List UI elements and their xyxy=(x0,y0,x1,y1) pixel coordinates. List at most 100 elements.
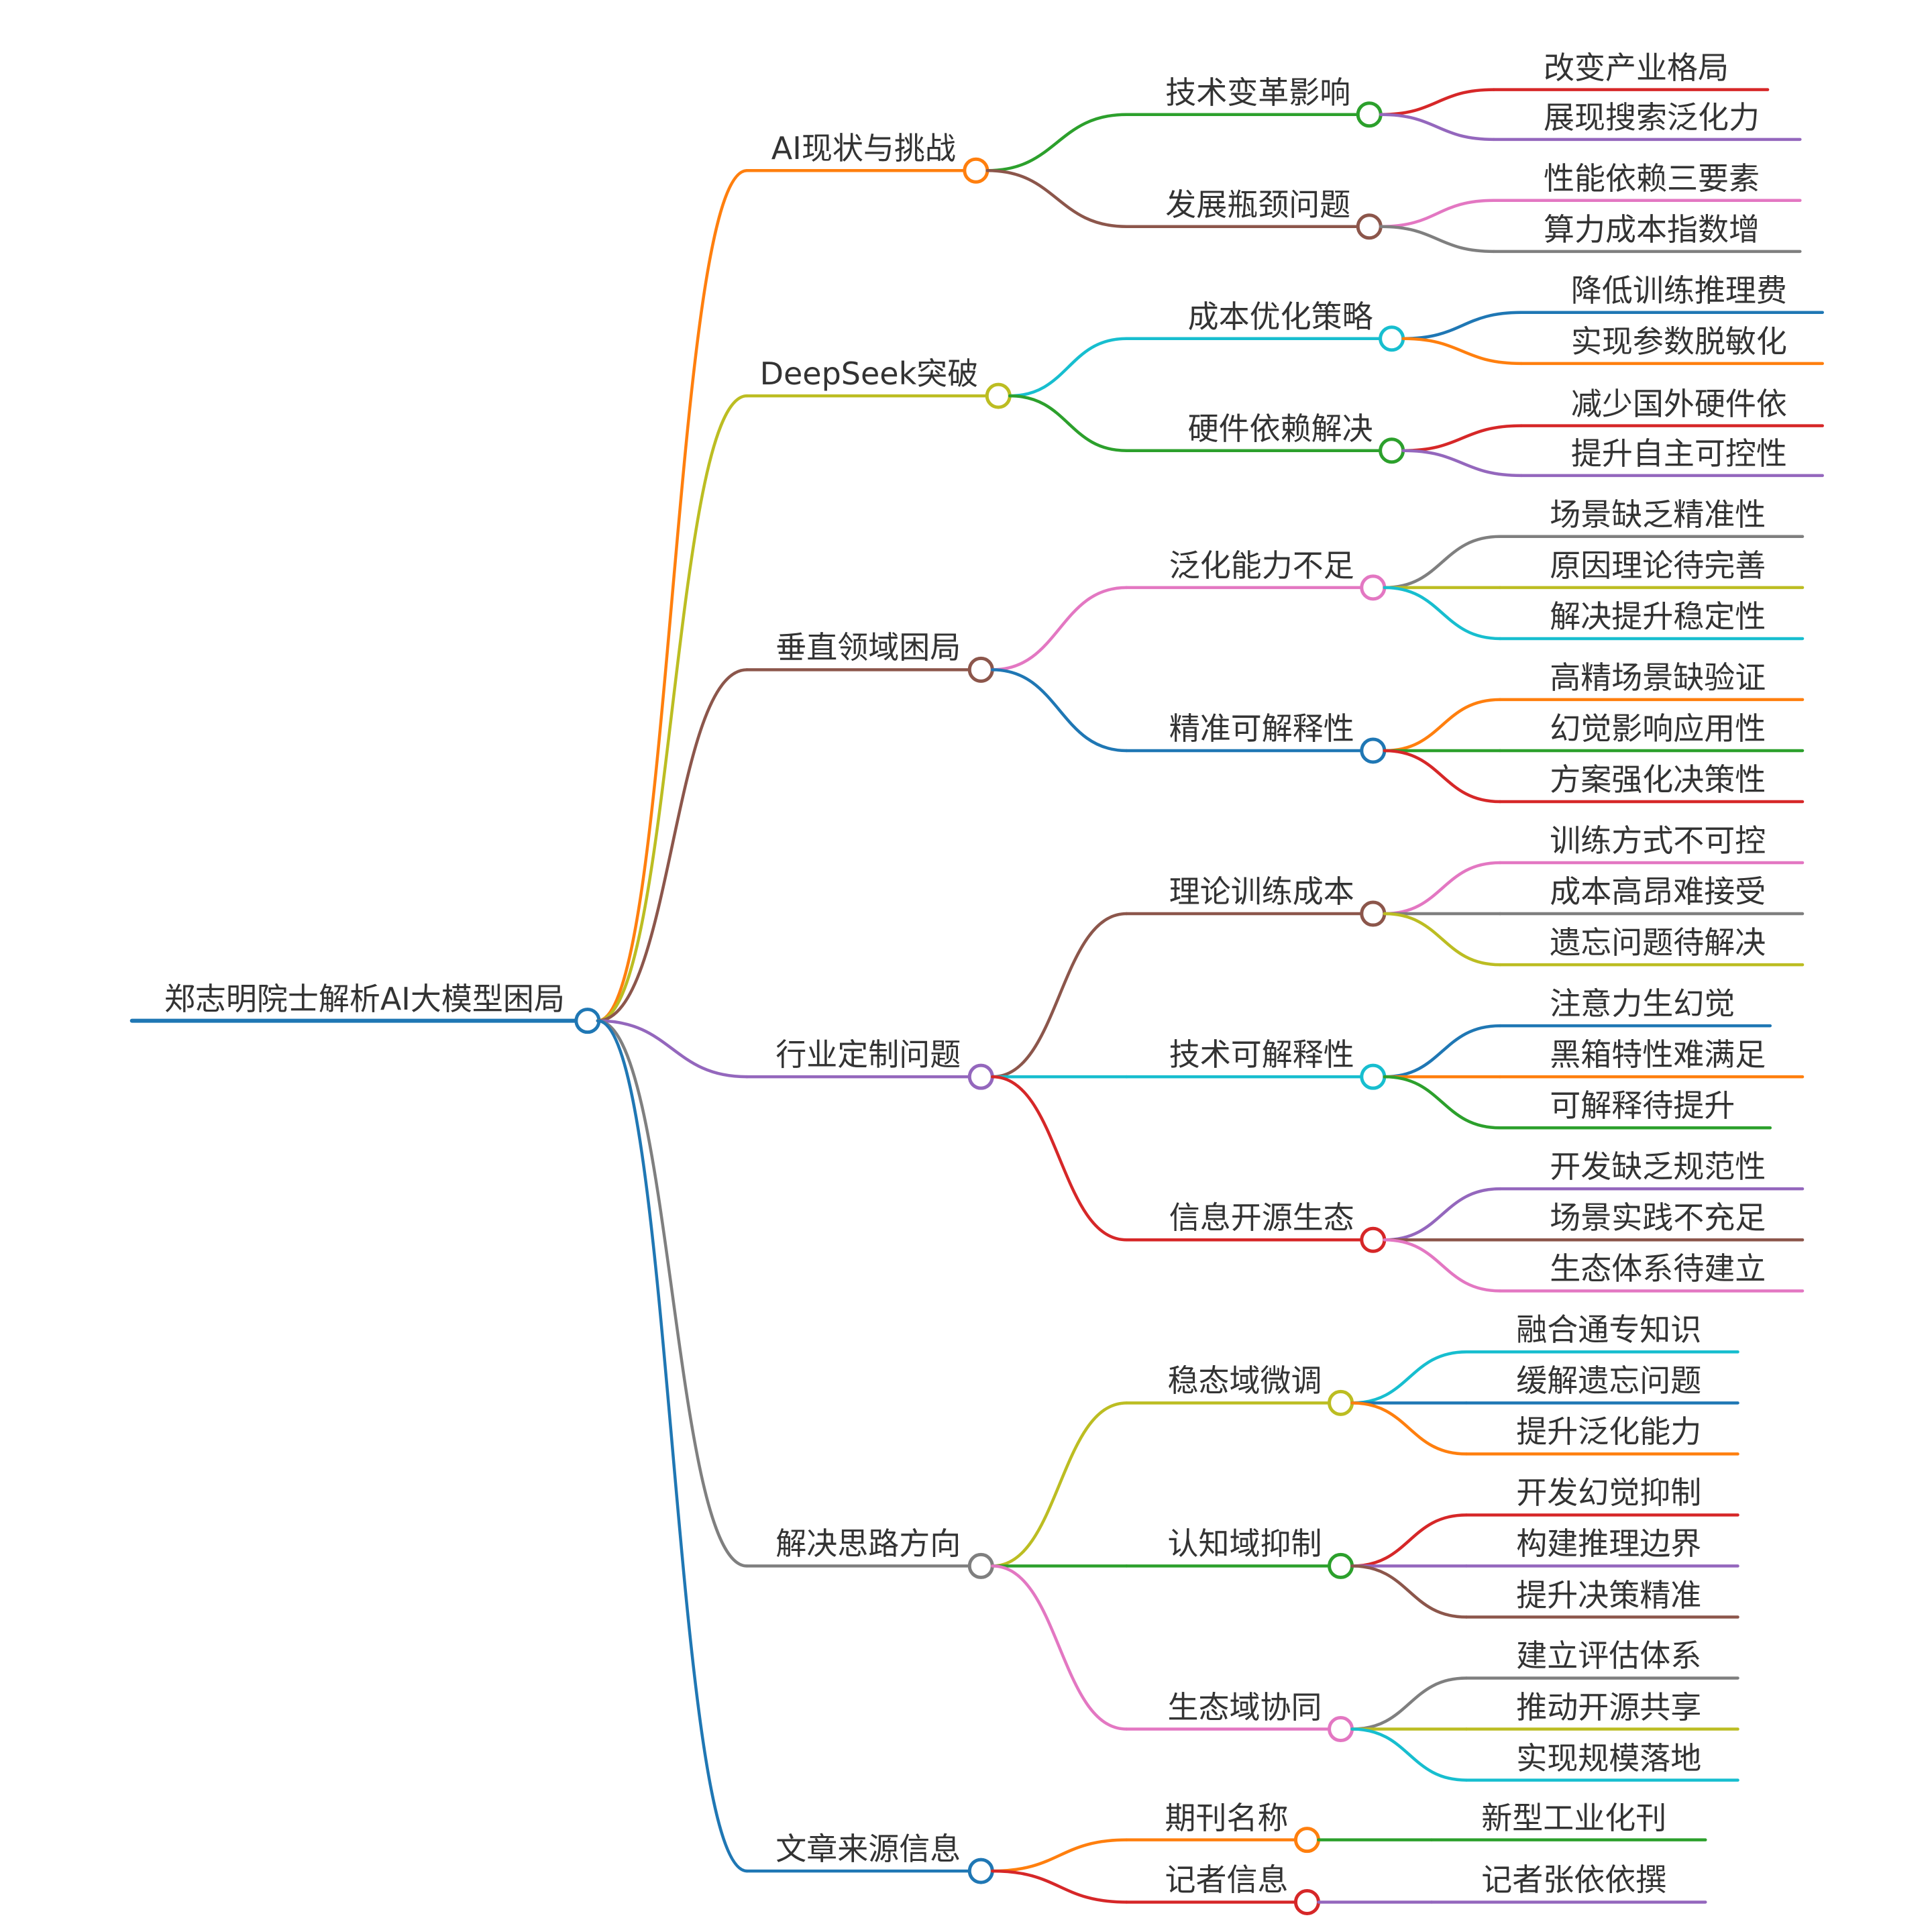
leaf-label: 可解释待提升 xyxy=(1550,1087,1735,1124)
subbranch-label: 技术变革影响 xyxy=(1165,74,1351,111)
leaf-connector xyxy=(1383,1075,1502,1130)
leaf-label: 生态体系待建立 xyxy=(1550,1250,1766,1287)
leaf-label: 减少国外硬件依 xyxy=(1570,385,1787,422)
subbranch-node[interactable] xyxy=(1356,213,1383,240)
branch-label: DeepSeek突破 xyxy=(759,356,979,392)
subbranch-label: 理论训练成本 xyxy=(1169,873,1354,910)
leaf-label: 性能依赖三要素 xyxy=(1544,160,1760,197)
leaf-connector xyxy=(1383,912,1502,967)
subbranch-node[interactable] xyxy=(1328,1716,1354,1743)
leaf-label: 展现搜索泛化力 xyxy=(1544,99,1760,136)
subbranch-connector xyxy=(1008,337,1128,398)
leaf-connector xyxy=(1401,424,1523,453)
branch-connector xyxy=(596,1019,749,1873)
subbranch-node[interactable] xyxy=(1379,325,1405,352)
subbranch-node[interactable] xyxy=(1360,1226,1387,1253)
leaf-label: 实现规模落地 xyxy=(1516,1739,1702,1776)
subbranch-label: 认知域抑制 xyxy=(1167,1525,1322,1562)
leaf-connector xyxy=(1350,1727,1468,1782)
subbranch-node[interactable] xyxy=(1356,101,1383,128)
leaf-label: 开发幻觉抑制 xyxy=(1516,1474,1702,1511)
leaf-label: 算力成本指数增 xyxy=(1544,211,1760,248)
leaf-label: 记者张依依撰 xyxy=(1481,1862,1667,1898)
subbranch-label: 稳态域微调 xyxy=(1167,1362,1322,1399)
root-node[interactable] xyxy=(574,1008,601,1034)
leaf-connector xyxy=(1401,311,1523,340)
leaf-label: 提升泛化能力 xyxy=(1516,1413,1702,1450)
leaf-connector xyxy=(1379,225,1496,254)
subbranch-label: 泛化能力不足 xyxy=(1169,547,1354,584)
leaf-connector xyxy=(1401,337,1523,366)
leaf-label: 构建推理边界 xyxy=(1516,1525,1702,1562)
leaf-label: 注意力生幻觉 xyxy=(1550,985,1735,1022)
subbranch-label: 信息开源生态 xyxy=(1169,1199,1354,1236)
leaf-connector xyxy=(1383,1238,1502,1293)
branch-connector xyxy=(596,168,749,1022)
leaf-connector xyxy=(1383,1187,1502,1242)
leaf-connector xyxy=(1350,1401,1468,1456)
leaf-label: 训练方式不可控 xyxy=(1550,822,1766,859)
subbranch-node[interactable] xyxy=(1360,1063,1387,1090)
leaf-connector xyxy=(1350,1513,1468,1568)
subbranch-label: 记者信息 xyxy=(1165,1862,1289,1898)
leaf-connector xyxy=(1383,1024,1502,1079)
leaf-label: 幻觉影响应用性 xyxy=(1550,710,1766,747)
branch-label: 垂直领域困局 xyxy=(775,629,961,666)
branch-node[interactable] xyxy=(967,656,994,683)
leaf-label: 降低训练推理费 xyxy=(1570,272,1787,309)
subbranch-node[interactable] xyxy=(1293,1827,1320,1854)
branch-label: 行业定制问题 xyxy=(775,1036,961,1073)
leaf-connector xyxy=(1379,199,1496,228)
subbranch-label: 生态域协同 xyxy=(1167,1688,1322,1725)
branch-label: 解决思路方向 xyxy=(775,1525,961,1562)
leaf-label: 遗忘问题待解决 xyxy=(1550,924,1766,961)
branch-connector xyxy=(596,1019,749,1568)
root-title: 郑志明院士解析AI大模型困局 xyxy=(164,980,565,1017)
leaf-connector xyxy=(1383,861,1502,916)
subbranch-connector xyxy=(985,168,1128,228)
subbranch-connector xyxy=(985,113,1128,172)
subbranch-connector xyxy=(991,1401,1128,1568)
subbranch-node[interactable] xyxy=(1379,437,1405,464)
leaf-label: 新型工业化刊 xyxy=(1481,1799,1667,1836)
leaf-label: 融合通专知识 xyxy=(1516,1311,1702,1348)
branch-node[interactable] xyxy=(967,1063,994,1090)
leaf-connector xyxy=(1350,1350,1468,1405)
leaf-label: 场景实践不充足 xyxy=(1550,1199,1766,1236)
leaf-connector xyxy=(1383,535,1502,590)
subbranch-label: 精准可解释性 xyxy=(1169,710,1354,747)
leaf-connector xyxy=(1383,698,1502,753)
leaf-connector xyxy=(1350,1676,1468,1731)
subbranch-connector xyxy=(991,1869,1128,1904)
subbranch-node[interactable] xyxy=(1360,900,1387,927)
leaf-label: 提升自主可控性 xyxy=(1570,435,1787,472)
leaf-label: 改变产业格局 xyxy=(1544,49,1729,86)
leaf-connector xyxy=(1379,113,1496,142)
leaf-connector xyxy=(1350,1564,1468,1619)
leaf-connector xyxy=(1383,749,1502,804)
leaf-label: 开发缺乏规范性 xyxy=(1550,1148,1766,1185)
subbranch-node[interactable] xyxy=(1360,737,1387,764)
leaf-label: 实现参数脱敏化 xyxy=(1570,323,1787,360)
branch-node[interactable] xyxy=(967,1858,994,1884)
subbranch-node[interactable] xyxy=(1328,1389,1354,1416)
subbranch-label: 成本优化策略 xyxy=(1187,298,1373,335)
subbranch-label: 期刊名称 xyxy=(1165,1799,1289,1836)
branch-node[interactable] xyxy=(967,1552,994,1579)
leaf-label: 提升决策精准 xyxy=(1516,1576,1702,1613)
subbranch-node[interactable] xyxy=(1328,1552,1354,1579)
subbranch-connector xyxy=(991,586,1128,672)
subbranch-connector xyxy=(991,1564,1128,1731)
branch-label: AI现状与挑战 xyxy=(771,130,956,167)
branch-node[interactable] xyxy=(963,157,989,184)
leaf-label: 建立评估体系 xyxy=(1516,1638,1702,1674)
subbranch-node[interactable] xyxy=(1360,574,1387,601)
leaf-label: 方案强化决策性 xyxy=(1550,761,1766,798)
branch-node[interactable] xyxy=(985,382,1012,409)
leaf-label: 高精场景缺验证 xyxy=(1550,659,1766,696)
leaf-connector xyxy=(1379,88,1496,116)
subbranch-node[interactable] xyxy=(1293,1888,1320,1915)
leaf-label: 推动开源共享 xyxy=(1516,1688,1702,1725)
leaf-label: 成本高昂难接受 xyxy=(1550,873,1766,910)
